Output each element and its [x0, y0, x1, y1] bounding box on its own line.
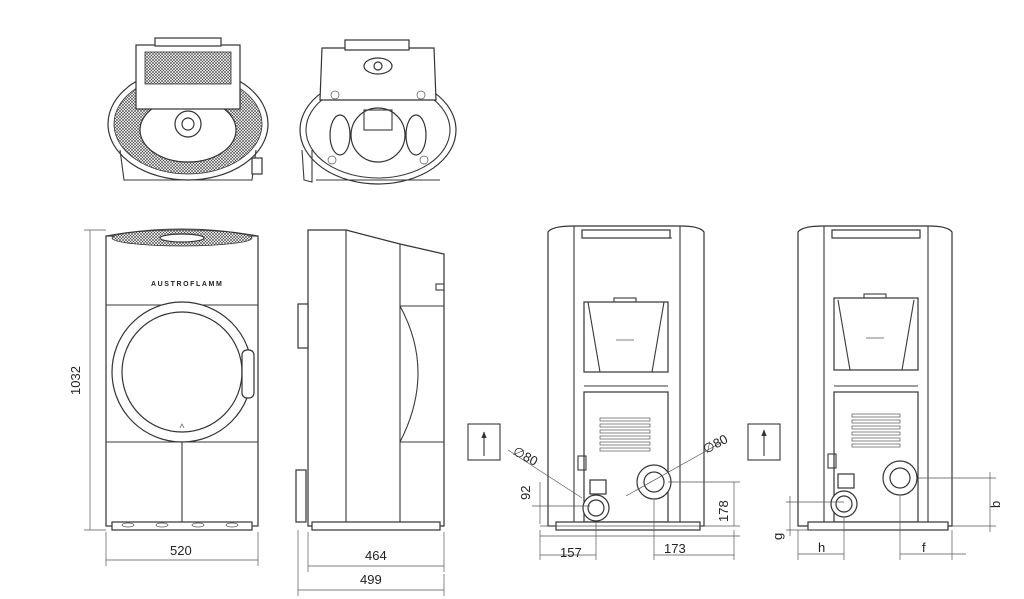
dim-var-h: h	[818, 540, 825, 555]
dim-pipe-left-height: 92	[518, 486, 533, 500]
front-view: AUSTROFLAMM	[105, 228, 259, 531]
dim-pipe-right-offset: 173	[664, 541, 686, 556]
top-view-front	[107, 37, 269, 181]
up-arrow-icon-right	[747, 423, 781, 461]
dim-pipe-right-diameter: ∅80	[700, 431, 730, 456]
dim-pipe-left-offset: 157	[560, 545, 582, 560]
dim-front-width-label: 520	[170, 543, 192, 558]
dim-height-label: 1032	[68, 366, 83, 395]
dim-var-g: g	[770, 533, 785, 540]
dim-pipe-right-height: 178	[716, 500, 731, 522]
side-view	[295, 229, 445, 531]
dim-depth-total-label: 499	[360, 572, 382, 587]
dim-depth: 464	[307, 532, 445, 572]
back-alt-vent-grille	[851, 413, 901, 448]
dim-depth-total: 499	[297, 530, 445, 596]
top-view-back	[299, 39, 457, 185]
dim-var-b: b	[988, 501, 1003, 508]
back-view	[547, 225, 705, 531]
up-arrow-icon-left	[467, 423, 501, 461]
dim-front-width: 520	[105, 532, 259, 566]
dim-depth-label: 464	[365, 548, 387, 563]
dim-height: 1032	[68, 229, 106, 531]
back-view-alt	[797, 225, 953, 531]
back-view-alt-dims: g b h f	[747, 423, 1003, 560]
dim-var-f: f	[922, 540, 926, 555]
back-vent-grille	[599, 417, 651, 452]
dim-pipe-left-diameter: ∅80	[511, 443, 541, 468]
brand-label: AUSTROFLAMM	[151, 281, 223, 288]
